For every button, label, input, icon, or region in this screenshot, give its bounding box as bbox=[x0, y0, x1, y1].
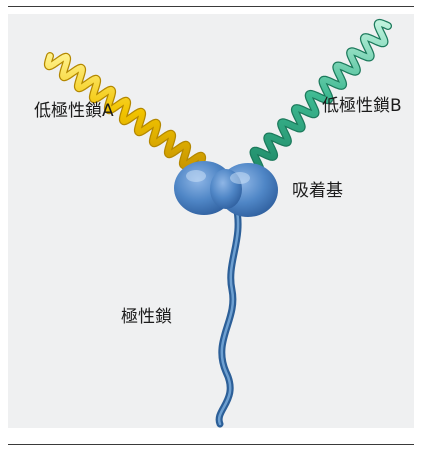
adsorption-head bbox=[174, 161, 278, 217]
chain-b-label: 低極性鎖B bbox=[322, 98, 402, 115]
head-label: 吸着基 bbox=[292, 183, 343, 200]
tail-label: 極性鎖 bbox=[121, 309, 172, 326]
chain-a-label: 低極性鎖A bbox=[34, 103, 114, 120]
polar-tail bbox=[219, 206, 238, 424]
bottom-rule bbox=[8, 444, 414, 445]
